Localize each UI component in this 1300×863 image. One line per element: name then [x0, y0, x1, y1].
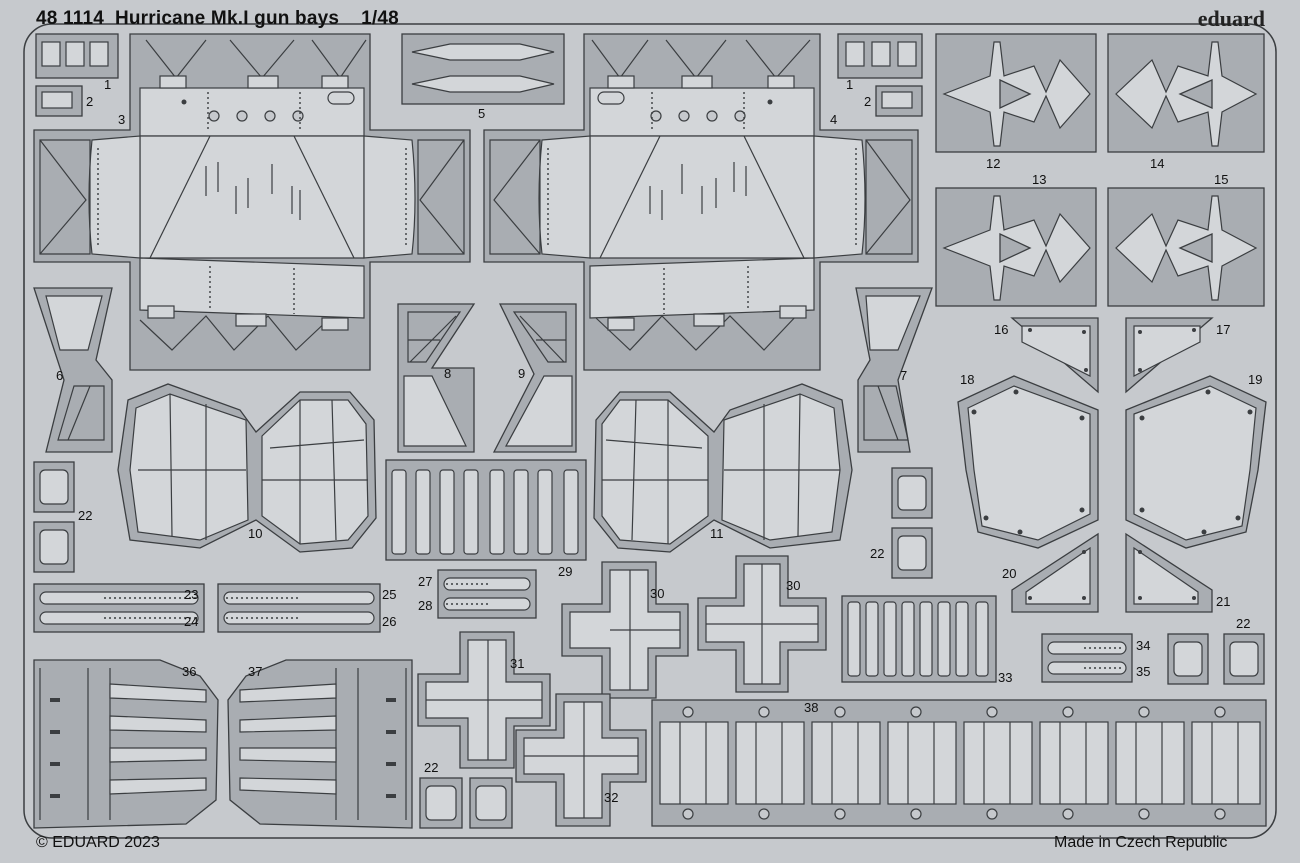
- part-7: [855, 287, 933, 453]
- part-number: 36: [182, 664, 197, 679]
- part-number: 1: [846, 77, 854, 92]
- part-number: 7: [900, 368, 908, 383]
- part-21: [1125, 532, 1213, 613]
- part-number: 32: [604, 790, 619, 805]
- part-22-a: [33, 461, 75, 513]
- part-number: 3: [118, 112, 126, 127]
- part-33: [841, 595, 997, 683]
- part-17: [1125, 317, 1214, 394]
- part-27-28: [437, 569, 537, 619]
- part-number: 24: [184, 614, 199, 629]
- part-number: 34: [1136, 638, 1151, 653]
- part-20: [1011, 532, 1099, 613]
- part-18: [957, 375, 1099, 549]
- part-3: [33, 33, 471, 371]
- part-number: 9: [518, 366, 526, 381]
- part-22-d: [891, 527, 933, 579]
- part-number: 21: [1216, 594, 1231, 609]
- part-2-right: [875, 85, 923, 117]
- part-number: 22: [870, 546, 885, 561]
- part-10: [117, 383, 377, 553]
- part-25-26: [217, 583, 381, 633]
- part-12: [935, 33, 1097, 153]
- part-number: 16: [994, 322, 1009, 337]
- part-number: 11: [710, 526, 724, 541]
- part-22-f: [1223, 633, 1265, 685]
- part-number: 30: [650, 586, 665, 601]
- part-15: [1107, 187, 1265, 307]
- part-number: 25: [382, 587, 397, 602]
- part-number: 27: [418, 574, 433, 589]
- part-34-35: [1041, 633, 1133, 683]
- part-number: 37: [248, 664, 263, 679]
- part-number: 31: [510, 656, 525, 671]
- part-37: [227, 659, 413, 829]
- part-32: [515, 693, 647, 827]
- part-38: [651, 699, 1267, 827]
- product-code: 48 1114: [36, 8, 104, 29]
- part-29: [385, 459, 587, 561]
- part-number: 20: [1002, 566, 1017, 581]
- part-number: 33: [998, 670, 1013, 685]
- part-22-b: [33, 521, 75, 573]
- part-22-c: [891, 467, 933, 519]
- part-19: [1125, 375, 1267, 549]
- part-16: [1010, 317, 1099, 394]
- part-36: [33, 659, 219, 829]
- part-23-24: [33, 583, 205, 633]
- part-number: 35: [1136, 664, 1151, 679]
- part-number: 30: [786, 578, 801, 593]
- part-8: [397, 303, 476, 453]
- part-number: 1: [104, 77, 112, 92]
- part-number: 6: [56, 368, 64, 383]
- part-number: 28: [418, 598, 433, 613]
- part-number: 23: [184, 587, 199, 602]
- part-30-a: [561, 561, 689, 699]
- part-1-left: [35, 33, 119, 79]
- part-30-b: [697, 555, 827, 693]
- part-number: 14: [1150, 156, 1165, 171]
- sheet-title: 48 1114 Hurricane Mk.I gun bays 1/48: [36, 8, 399, 30]
- part-number: 26: [382, 614, 397, 629]
- part-number: 19: [1248, 372, 1263, 387]
- part-number: 13: [1032, 172, 1047, 187]
- copyright-label: © EDUARD 2023: [36, 834, 160, 851]
- part-14: [1107, 33, 1265, 153]
- part-number: 2: [86, 94, 94, 109]
- part-number: 8: [444, 366, 452, 381]
- part-number: 17: [1216, 322, 1231, 337]
- part-1-right: [837, 33, 923, 79]
- part-6: [33, 287, 113, 453]
- part-5: [401, 33, 565, 105]
- part-9: [492, 303, 577, 453]
- part-13: [935, 187, 1097, 307]
- part-number: 5: [478, 106, 486, 121]
- part-number: 10: [248, 526, 263, 541]
- part-22-h: [469, 777, 513, 829]
- part-4: [483, 33, 919, 371]
- part-31: [417, 631, 551, 769]
- part-number: 22: [424, 760, 439, 775]
- scale-label: 1/48: [361, 8, 399, 29]
- part-11: [593, 383, 853, 553]
- part-number: 29: [558, 564, 573, 579]
- part-number: 22: [78, 508, 93, 523]
- product-name: Hurricane Mk.I gun bays: [114, 8, 340, 29]
- brand-logo: eduard: [1197, 6, 1265, 31]
- part-number: 22: [1236, 616, 1251, 631]
- part-number: 2: [864, 94, 872, 109]
- part-2-left: [35, 85, 83, 117]
- part-22-e: [1167, 633, 1209, 685]
- part-22-g: [419, 777, 463, 829]
- part-number: 12: [986, 156, 1001, 171]
- part-number: 15: [1214, 172, 1229, 187]
- fret-frame: [23, 23, 1277, 839]
- part-number: 4: [830, 112, 838, 127]
- part-number: 18: [960, 372, 975, 387]
- origin-label: Made in Czech Republic: [1054, 834, 1228, 851]
- part-number: 38: [804, 700, 819, 715]
